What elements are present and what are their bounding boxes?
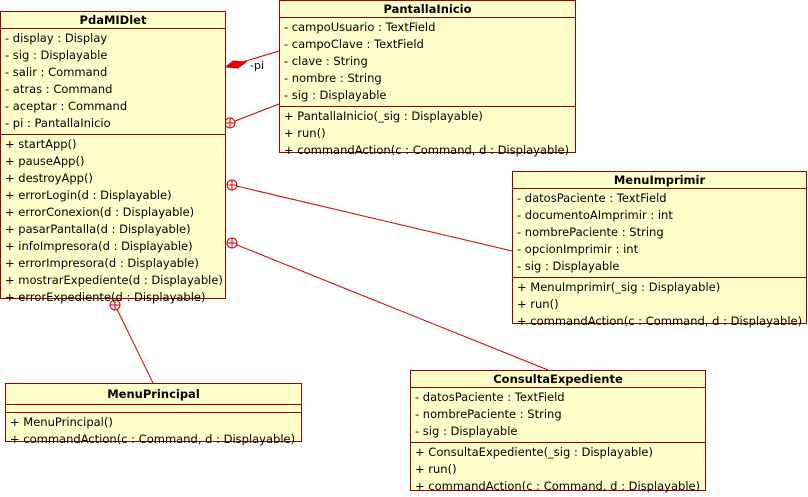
operation-row: + PantallaInicio(_sig : Displayable) xyxy=(284,109,483,123)
attribute-row: - pi : PantallaInicio xyxy=(5,116,111,130)
containment-circle-icon xyxy=(226,237,238,249)
attribute-row: - datosPaciente : TextField xyxy=(415,390,565,404)
operation-row: + run() xyxy=(517,297,559,311)
association-line-menuprincipal xyxy=(114,304,154,384)
operation-row: + mostrarExpediente(d : Displayable) xyxy=(5,273,223,287)
attribute-row: - documentoAImprimir : int xyxy=(517,208,673,222)
operation-row: + commandAction(c : Command, d : Display… xyxy=(415,479,701,493)
attribute-row: - clave : String xyxy=(284,54,368,68)
operations-section: + MenuPrincipal() + commandAction(c : Co… xyxy=(6,413,301,450)
attribute-row: - display : Display xyxy=(5,31,108,45)
operation-row: + pauseApp() xyxy=(5,154,85,168)
operation-row: + errorExpediente(d : Displayable) xyxy=(5,290,206,304)
class-title: MenuImprimir xyxy=(513,172,806,189)
operation-row: + commandAction(c : Command, d : Display… xyxy=(284,143,570,157)
operation-row: + errorImpresora(d : Displayable) xyxy=(5,256,199,270)
class-pdamidlet[interactable]: PdaMIDlet - display : Display - sig : Di… xyxy=(0,11,226,304)
attribute-row: - sig : Displayable xyxy=(415,424,518,438)
operation-row: + commandAction(c : Command, d : Display… xyxy=(10,432,296,446)
operation-row: + run() xyxy=(415,462,457,476)
containment-circle-icon xyxy=(224,117,236,129)
attribute-row: - atras : Command xyxy=(5,82,113,96)
operation-row: + MenuImprimir(_sig : Displayable) xyxy=(517,280,721,294)
attributes-section: - display : Display - sig : Displayable … xyxy=(1,29,225,135)
operation-row: + ConsultaExpediente(_sig : Displayable) xyxy=(415,445,653,459)
operation-row: + errorLogin(d : Displayable) xyxy=(5,188,172,202)
operation-row: + MenuPrincipal() xyxy=(10,415,113,429)
operation-row: + startApp() xyxy=(5,137,77,151)
operation-row: + pasarPantalla(d : Displayable) xyxy=(5,222,191,236)
attribute-row: - aceptar : Command xyxy=(5,99,128,113)
operation-row: + commandAction(c : Command, d : Display… xyxy=(517,314,803,328)
association-line-menuimprimir xyxy=(231,184,513,252)
class-menuimprimir[interactable]: MenuImprimir - datosPaciente : TextField… xyxy=(512,171,807,328)
attribute-row: - campoUsuario : TextField xyxy=(284,20,436,34)
attribute-row: - campoClave : TextField xyxy=(284,37,424,51)
class-pantallainicio[interactable]: PantallaInicio - campoUsuario : TextFiel… xyxy=(279,0,576,157)
class-title: ConsultaExpediente xyxy=(411,371,705,388)
attribute-row: - nombrePaciente : String xyxy=(415,407,562,421)
attribute-row: - sig : Displayable xyxy=(517,259,620,273)
containment-circle-icon xyxy=(109,299,121,311)
operation-row: + errorConexion(d : Displayable) xyxy=(5,205,195,219)
attribute-row: - sig : Displayable xyxy=(5,48,108,62)
class-menuprincipal[interactable]: MenuPrincipal + MenuPrincipal() + comman… xyxy=(5,383,302,446)
operations-section: + startApp() + pauseApp() + destroyApp()… xyxy=(1,135,225,308)
attribute-row: - datosPaciente : TextField xyxy=(517,191,667,205)
operation-row: + destroyApp() xyxy=(5,171,93,185)
attributes-section: - campoUsuario : TextField - campoClave … xyxy=(280,18,575,107)
attribute-row: - nombrePaciente : String xyxy=(517,225,664,239)
attributes-section xyxy=(6,405,301,413)
attribute-row: - opcionImprimir : int xyxy=(517,242,639,256)
operation-row: + infoImpresora(d : Displayable) xyxy=(5,239,193,253)
association-line-pantallainicio xyxy=(229,103,280,124)
operation-row: + run() xyxy=(284,126,326,140)
attribute-row: - salir : Command xyxy=(5,65,108,79)
class-title: PdaMIDlet xyxy=(1,12,225,29)
role-label-pi: -pi xyxy=(250,59,265,72)
class-title: PantallaInicio xyxy=(280,1,575,18)
attributes-section: - datosPaciente : TextField - nombrePaci… xyxy=(411,388,705,443)
attribute-row: - sig : Displayable xyxy=(284,88,387,102)
association-line-consultaexpediente xyxy=(231,242,549,371)
containment-circle-icon xyxy=(226,179,238,191)
operations-section: + PantallaInicio(_sig : Displayable) + r… xyxy=(280,107,575,161)
aggregation-diamond xyxy=(224,60,248,69)
class-consultaexpediente[interactable]: ConsultaExpediente - datosPaciente : Tex… xyxy=(410,370,706,493)
attribute-row: - nombre : String xyxy=(284,71,382,85)
operations-section: + MenuImprimir(_sig : Displayable) + run… xyxy=(513,278,806,332)
class-title: MenuPrincipal xyxy=(6,384,301,405)
attributes-section: - datosPaciente : TextField - documentoA… xyxy=(513,189,806,278)
